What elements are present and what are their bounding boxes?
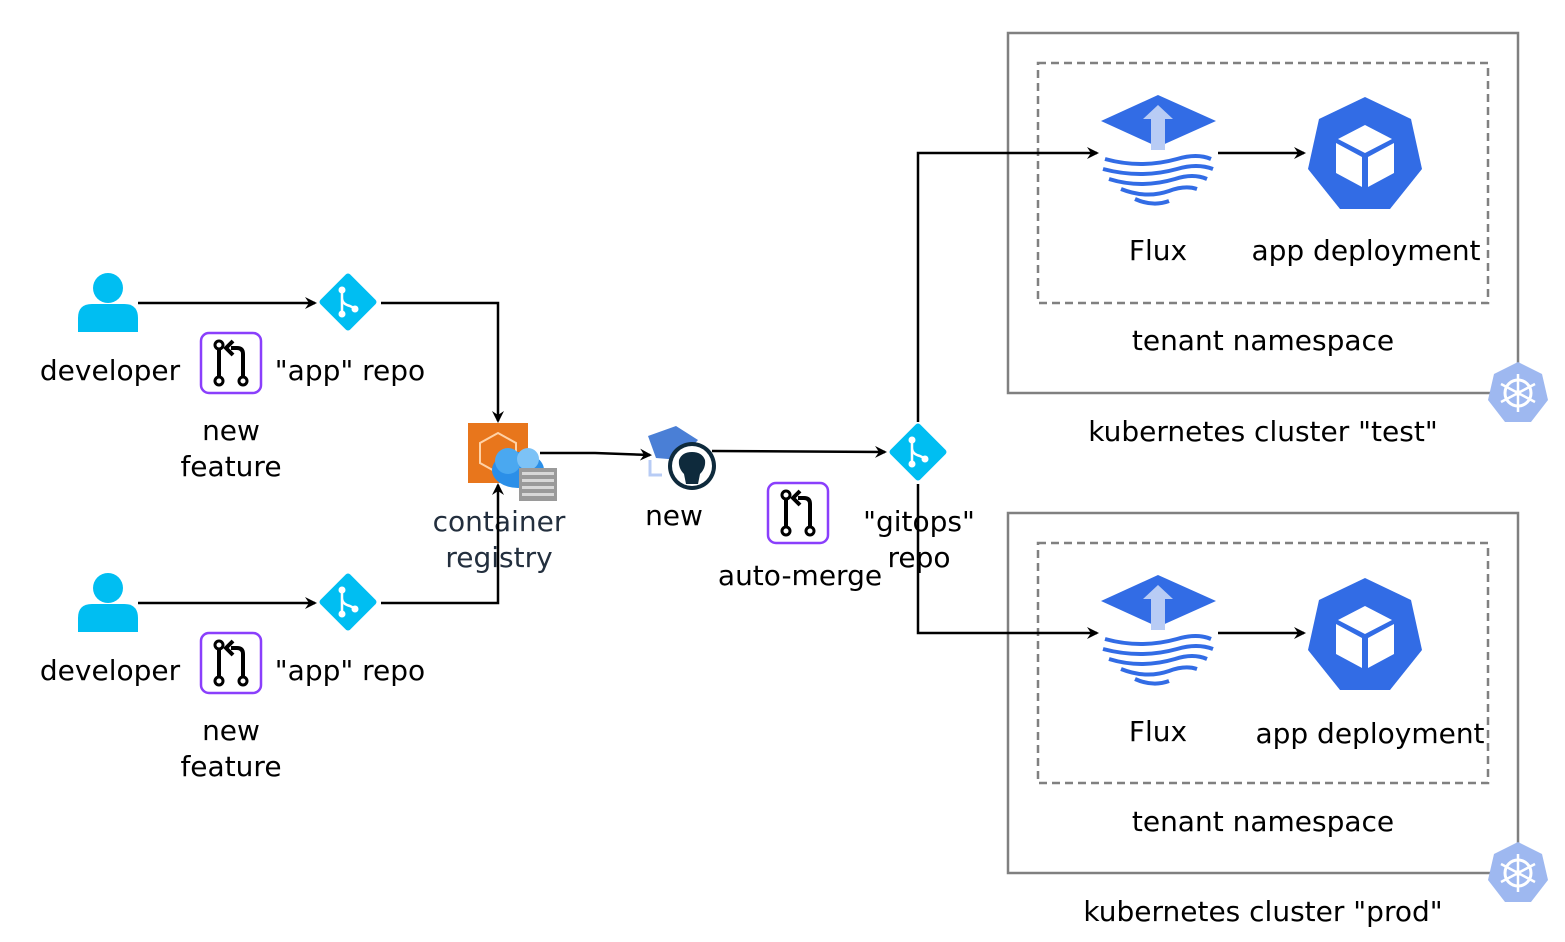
cluster-prod: Flux app deployment tenant namespace kub… [1006, 511, 1550, 928]
flux-label: Flux [1129, 234, 1187, 267]
app-deployment-label: app deployment [1255, 717, 1484, 750]
pull-request-icon [199, 331, 263, 395]
new-feature-label-line2: feature [180, 450, 281, 483]
tenant-namespace-label: tenant namespace [1132, 805, 1394, 838]
flux-label: Flux [1129, 715, 1187, 748]
user-icon [78, 273, 138, 332]
cube-icon [1308, 578, 1422, 690]
flux-icon [1099, 93, 1218, 206]
tenant-namespace-label: tenant namespace [1132, 324, 1394, 357]
cluster-frame [1006, 511, 1520, 875]
arrow-repo-to-registry-top [381, 301, 504, 423]
app-deployment-label: app deployment [1251, 234, 1480, 267]
app-repo-top: "app" repo [275, 271, 425, 387]
new-feature-label-line2: feature [180, 750, 281, 783]
developer-label: developer [40, 654, 181, 687]
new-feature-label-line1: new [202, 714, 260, 747]
cluster-label: kubernetes cluster "prod" [1083, 895, 1442, 928]
auto-merge-label: auto-merge [718, 559, 882, 592]
new-feature-pr-top: new feature [180, 331, 282, 483]
developer-label: developer [40, 354, 181, 387]
namespace-frame [1036, 541, 1490, 785]
connectors [138, 147, 1306, 639]
cluster-test: Flux app deployment tenant namespace kub… [1006, 31, 1550, 448]
flux-icon [1099, 573, 1218, 686]
new-feature-label-line1: new [202, 414, 260, 447]
cluster-frame [1006, 31, 1520, 395]
new-label: new [645, 499, 703, 532]
arrow-new-to-gitops [711, 445, 887, 458]
git-icon [317, 571, 379, 633]
git-icon [887, 421, 949, 483]
new-image-action: new [645, 426, 716, 532]
github-icon [648, 426, 716, 490]
pull-request-icon [766, 481, 830, 545]
namespace-frame [1036, 61, 1490, 305]
cluster-label: kubernetes cluster "test" [1088, 415, 1437, 448]
user-icon [78, 573, 138, 632]
developer-top: developer [40, 273, 181, 387]
container-registry-icon [468, 423, 557, 501]
arrow-gitops-to-flux-test [916, 147, 1099, 422]
arrow-registry-to-new [540, 448, 652, 461]
developer-bottom: developer [40, 573, 181, 687]
arrow-repo-to-registry-bottom [381, 483, 504, 605]
pull-request-icon [199, 631, 263, 695]
new-feature-pr-bottom: new feature [180, 631, 282, 783]
kubernetes-icon [1486, 360, 1550, 424]
arrow-gitops-to-flux-prod [916, 484, 1099, 639]
auto-merge-pr: auto-merge [718, 481, 882, 592]
app-repo-label: "app" repo [275, 654, 425, 687]
cube-icon [1308, 97, 1422, 209]
kubernetes-icon [1486, 840, 1550, 904]
app-repo-bottom: "app" repo [275, 571, 425, 687]
app-repo-label: "app" repo [275, 354, 425, 387]
git-icon [317, 271, 379, 333]
